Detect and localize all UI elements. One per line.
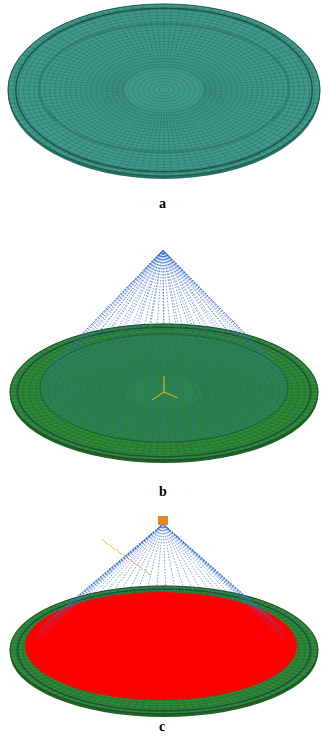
plate-surface: [8, 4, 320, 176]
plate-surface: [10, 586, 318, 714]
axis-triad: [152, 376, 178, 400]
panel-b-mesh: [10, 250, 318, 463]
plate-rim: [10, 589, 318, 717]
boundary-arrows: [102, 539, 150, 575]
panel-label: a: [159, 196, 166, 212]
rim-groove: [16, 8, 312, 171]
coupling-cone: [37, 524, 285, 640]
mesh-lines: [10, 586, 318, 714]
reference-point: [158, 516, 168, 525]
panel-label: c: [159, 719, 165, 735]
rim-groove: [18, 589, 311, 711]
panel-c-mesh: [10, 516, 318, 717]
panel-label: b: [159, 484, 167, 500]
mesh-lines: [8, 4, 320, 176]
panel-a-mesh: [8, 4, 320, 179]
dome-region: [40, 334, 288, 442]
load-surface: [25, 592, 297, 700]
dome-edge: [39, 24, 289, 152]
coupling-cone: [40, 250, 288, 442]
